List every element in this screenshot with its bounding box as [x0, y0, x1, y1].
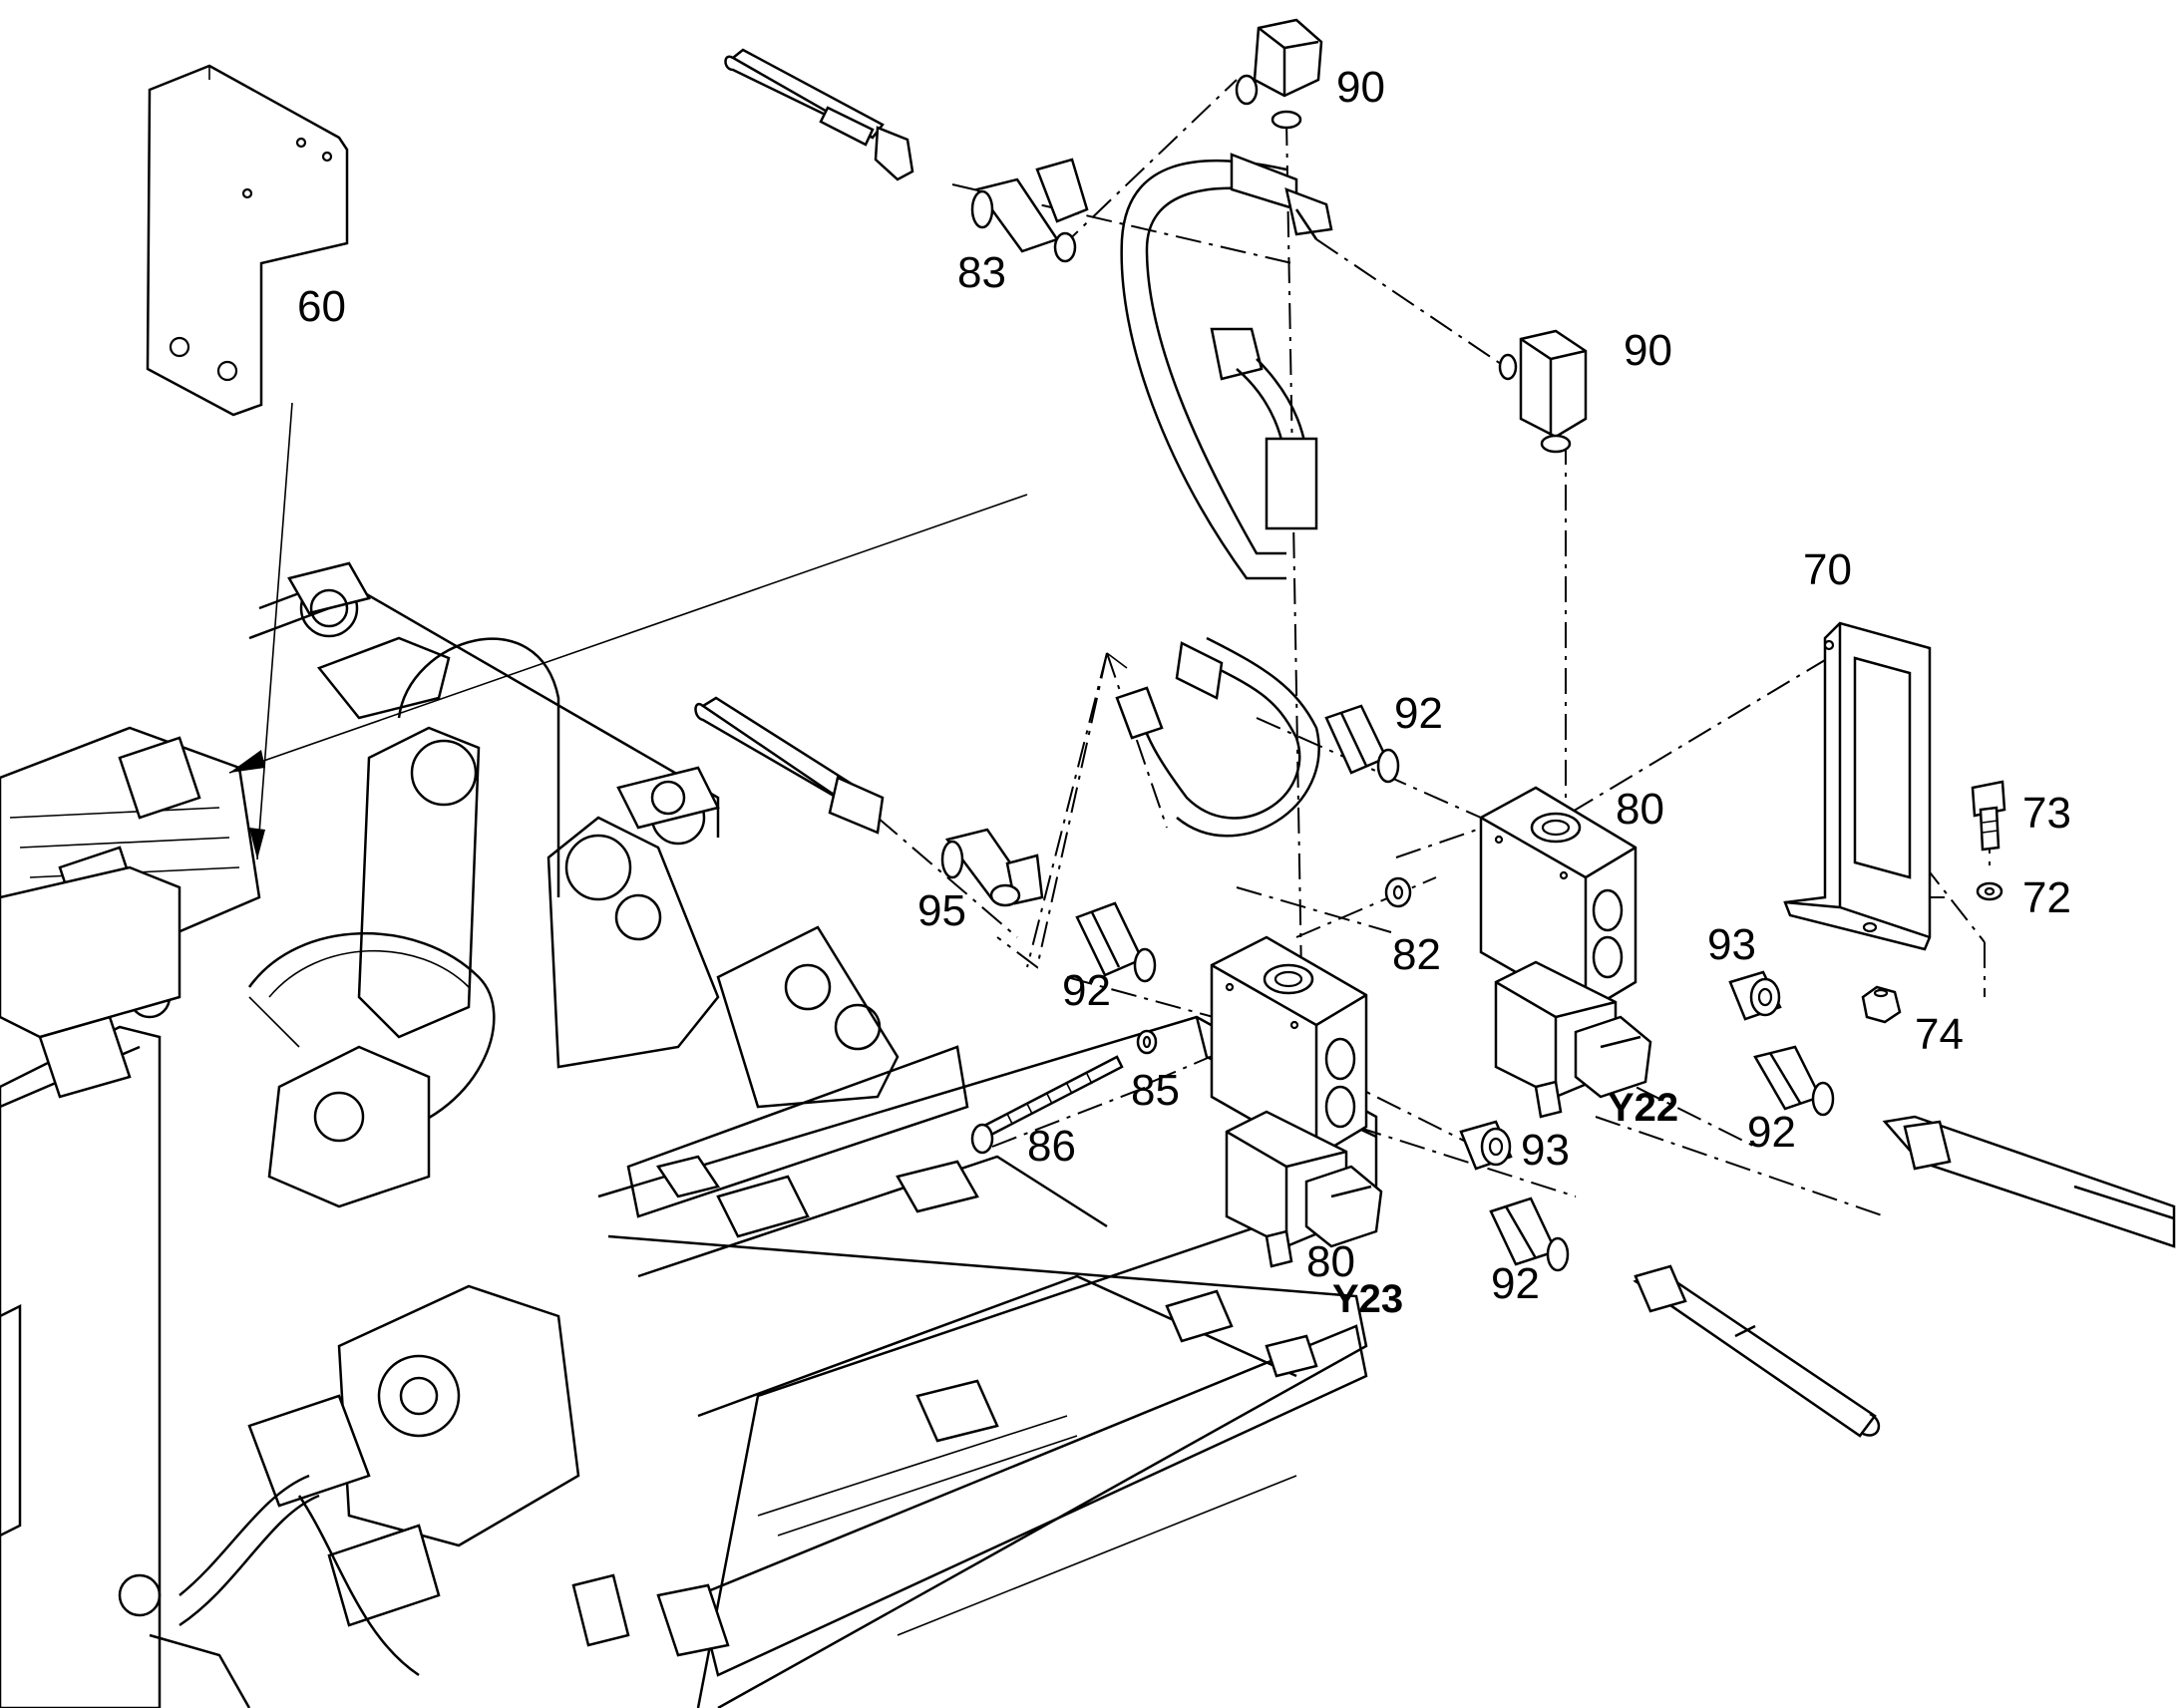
- machine-frame: [0, 561, 1378, 1708]
- hydraulic-pump: [118, 1284, 580, 1708]
- label-80-lower: 80: [1306, 1237, 1355, 1286]
- plug-93-right: [1728, 970, 1782, 1021]
- label-86: 86: [1027, 1122, 1076, 1171]
- label-73: 73: [2022, 789, 2071, 838]
- label-92-upper: 92: [1394, 689, 1443, 738]
- assembly-centerlines: [877, 79, 1991, 1217]
- plug-93-left: [1459, 1120, 1513, 1171]
- bolt-86: [970, 1055, 1124, 1155]
- nut-74: [1861, 985, 1902, 1024]
- bracket-plate-60: [146, 64, 349, 417]
- valve-block-80-upper: [1479, 786, 1652, 1119]
- label-92-left: 92: [1062, 966, 1111, 1015]
- label-83: 83: [957, 248, 1006, 297]
- adapter-92-right: [1753, 1045, 1835, 1117]
- seal-ring-82: [1384, 876, 1412, 908]
- label-90-lower: 90: [1624, 326, 1672, 375]
- fitting-90-upper: [1235, 18, 1323, 130]
- label-80-upper: 80: [1616, 785, 1664, 834]
- frame-block: [571, 1155, 1318, 1657]
- label-93-right: 93: [1707, 920, 1756, 969]
- adapter-92-bottom: [1489, 1196, 1570, 1272]
- hose-lines: [694, 48, 2176, 1438]
- fitting-90-lower: [1498, 329, 1588, 454]
- label-92-right: 92: [1747, 1108, 1796, 1157]
- label-70: 70: [1803, 545, 1852, 594]
- tee-fitting-83: [970, 158, 1089, 263]
- label-60: 60: [297, 282, 346, 331]
- label-82: 82: [1392, 930, 1441, 979]
- valve-block-80-lower: [1210, 935, 1383, 1268]
- label-85: 85: [1131, 1066, 1180, 1115]
- washer-72: [1976, 881, 2003, 901]
- label-95: 95: [917, 886, 966, 935]
- label-90-upper: 90: [1336, 63, 1385, 112]
- label-72: 72: [2022, 873, 2071, 922]
- label-92-bottom: 92: [1491, 1259, 1540, 1308]
- tee-fitting-95: [940, 828, 1044, 907]
- screw-73: [1971, 780, 2006, 852]
- washer-85: [1136, 1029, 1158, 1055]
- adapter-92-upper: [1324, 704, 1400, 784]
- adapter-92-left: [1075, 901, 1157, 983]
- leader-lines: [228, 402, 1128, 860]
- label-93-left: 93: [1521, 1126, 1570, 1175]
- label-y22: Y22: [1608, 1086, 1678, 1130]
- part-labels: 60 90 90 83 70 92 80 73 72 95 82 92 93 7…: [297, 63, 2071, 1321]
- label-y23: Y23: [1332, 1277, 1403, 1321]
- label-74: 74: [1915, 1010, 1964, 1059]
- bracket-70: [1783, 621, 1932, 951]
